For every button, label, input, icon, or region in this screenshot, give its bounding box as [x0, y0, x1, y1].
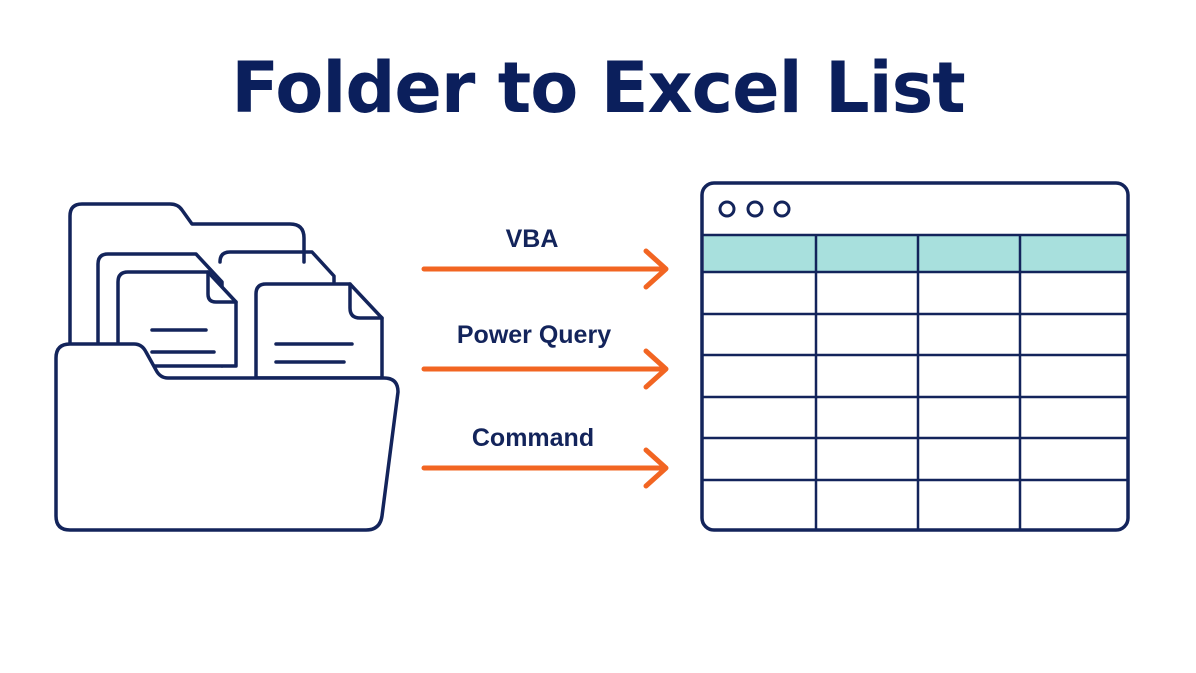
window-control-dot: [773, 200, 791, 218]
spreadsheet-header-row: [704, 235, 1126, 272]
folder-back-panel: [68, 202, 306, 358]
document-back-right: [218, 250, 336, 284]
window-control-dot: [746, 200, 764, 218]
arrow-label-power-query: Power Query: [457, 321, 611, 349]
method-arrow-command: Command: [421, 424, 669, 489]
arrow-label-command: Command: [472, 424, 594, 452]
folder-front-pocket: [54, 342, 400, 532]
page-title: Folder to Excel List: [231, 47, 966, 129]
document-fold-right: [348, 282, 384, 320]
method-arrow-power-query: Power Query: [421, 321, 669, 390]
arrow-label-vba: VBA: [506, 225, 559, 253]
window-control-dot: [718, 200, 736, 218]
spreadsheet-window-icon: [700, 181, 1130, 532]
method-arrow-vba: VBA: [421, 225, 669, 290]
document-fold-left: [206, 270, 238, 304]
folder-with-documents-icon: [54, 202, 400, 532]
document-front-right: [254, 282, 384, 380]
spreadsheet-grid: [703, 233, 1127, 529]
